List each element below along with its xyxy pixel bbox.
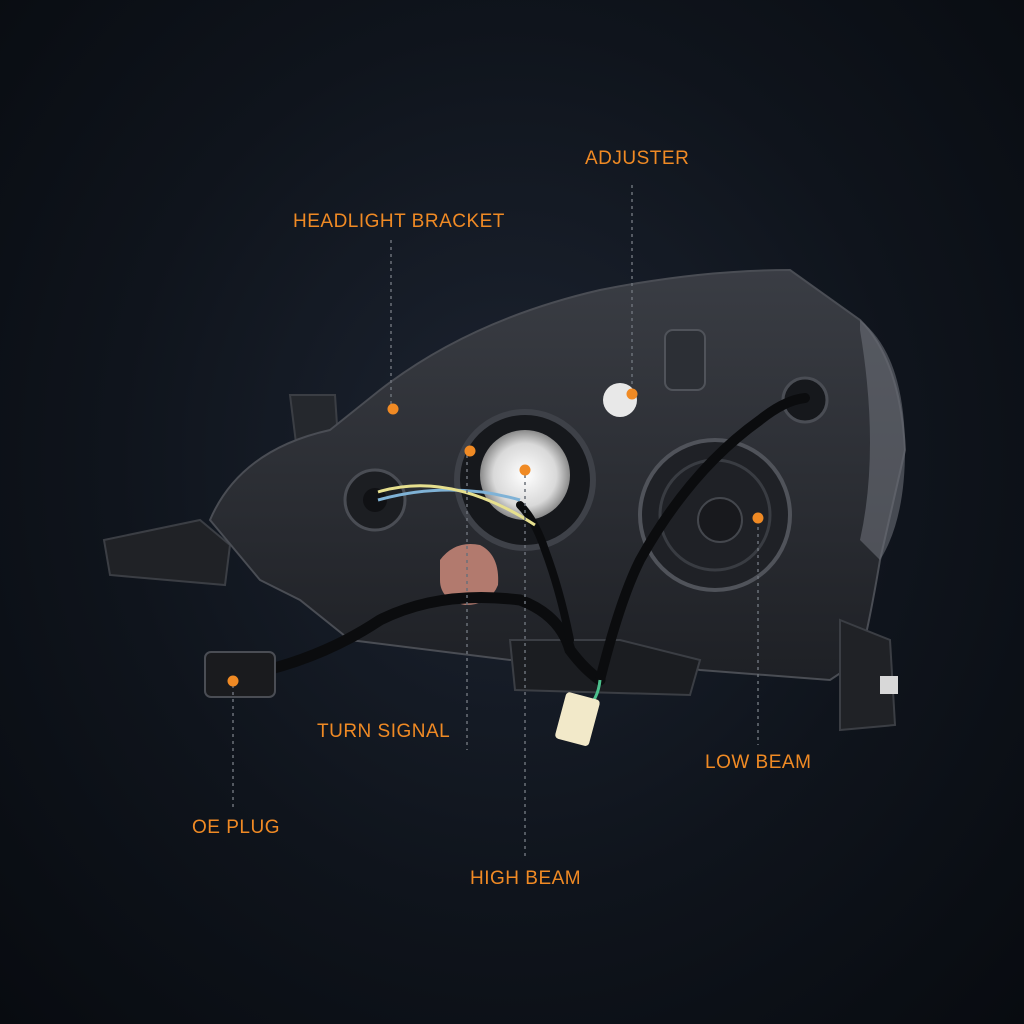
oe-plug-body	[204, 651, 276, 698]
label-oe-plug: OE PLUG	[192, 817, 280, 838]
marker-high-beam	[519, 464, 531, 476]
marker-headlight-bracket	[387, 403, 399, 415]
turn-signal-socket	[440, 544, 499, 605]
label-adjuster: ADJUSTER	[585, 148, 690, 169]
low-beam-cover-center	[697, 497, 743, 543]
wiring-harness	[239, 592, 606, 686]
right-mounting-bracket	[839, 618, 897, 732]
marker-oe-plug	[227, 675, 239, 687]
left-mounting-bracket	[102, 518, 232, 587]
adjuster-knob	[603, 383, 637, 417]
wiring-harness-branch	[516, 501, 574, 644]
label-low-beam: LOW BEAM	[705, 752, 812, 773]
wiring-harness-upper	[595, 393, 810, 685]
marker-low-beam	[752, 512, 764, 524]
marker-adjuster	[626, 388, 638, 400]
bracket-clip	[880, 676, 898, 694]
signal-wire-yellow	[377, 484, 536, 527]
side-socket-core	[363, 488, 387, 512]
lens-edge	[860, 320, 905, 560]
marker-turn-signal	[464, 445, 476, 457]
marker-dots	[227, 388, 764, 687]
adjuster-housing	[664, 329, 706, 391]
leader-lines	[232, 185, 759, 860]
signal-wire-blue	[377, 488, 521, 502]
label-turn-signal: TURN SIGNAL	[317, 721, 451, 742]
white-connector	[555, 692, 600, 746]
label-high-beam: HIGH BEAM	[470, 868, 582, 889]
label-headlight-bracket: HEADLIGHT BRACKET	[293, 211, 505, 232]
